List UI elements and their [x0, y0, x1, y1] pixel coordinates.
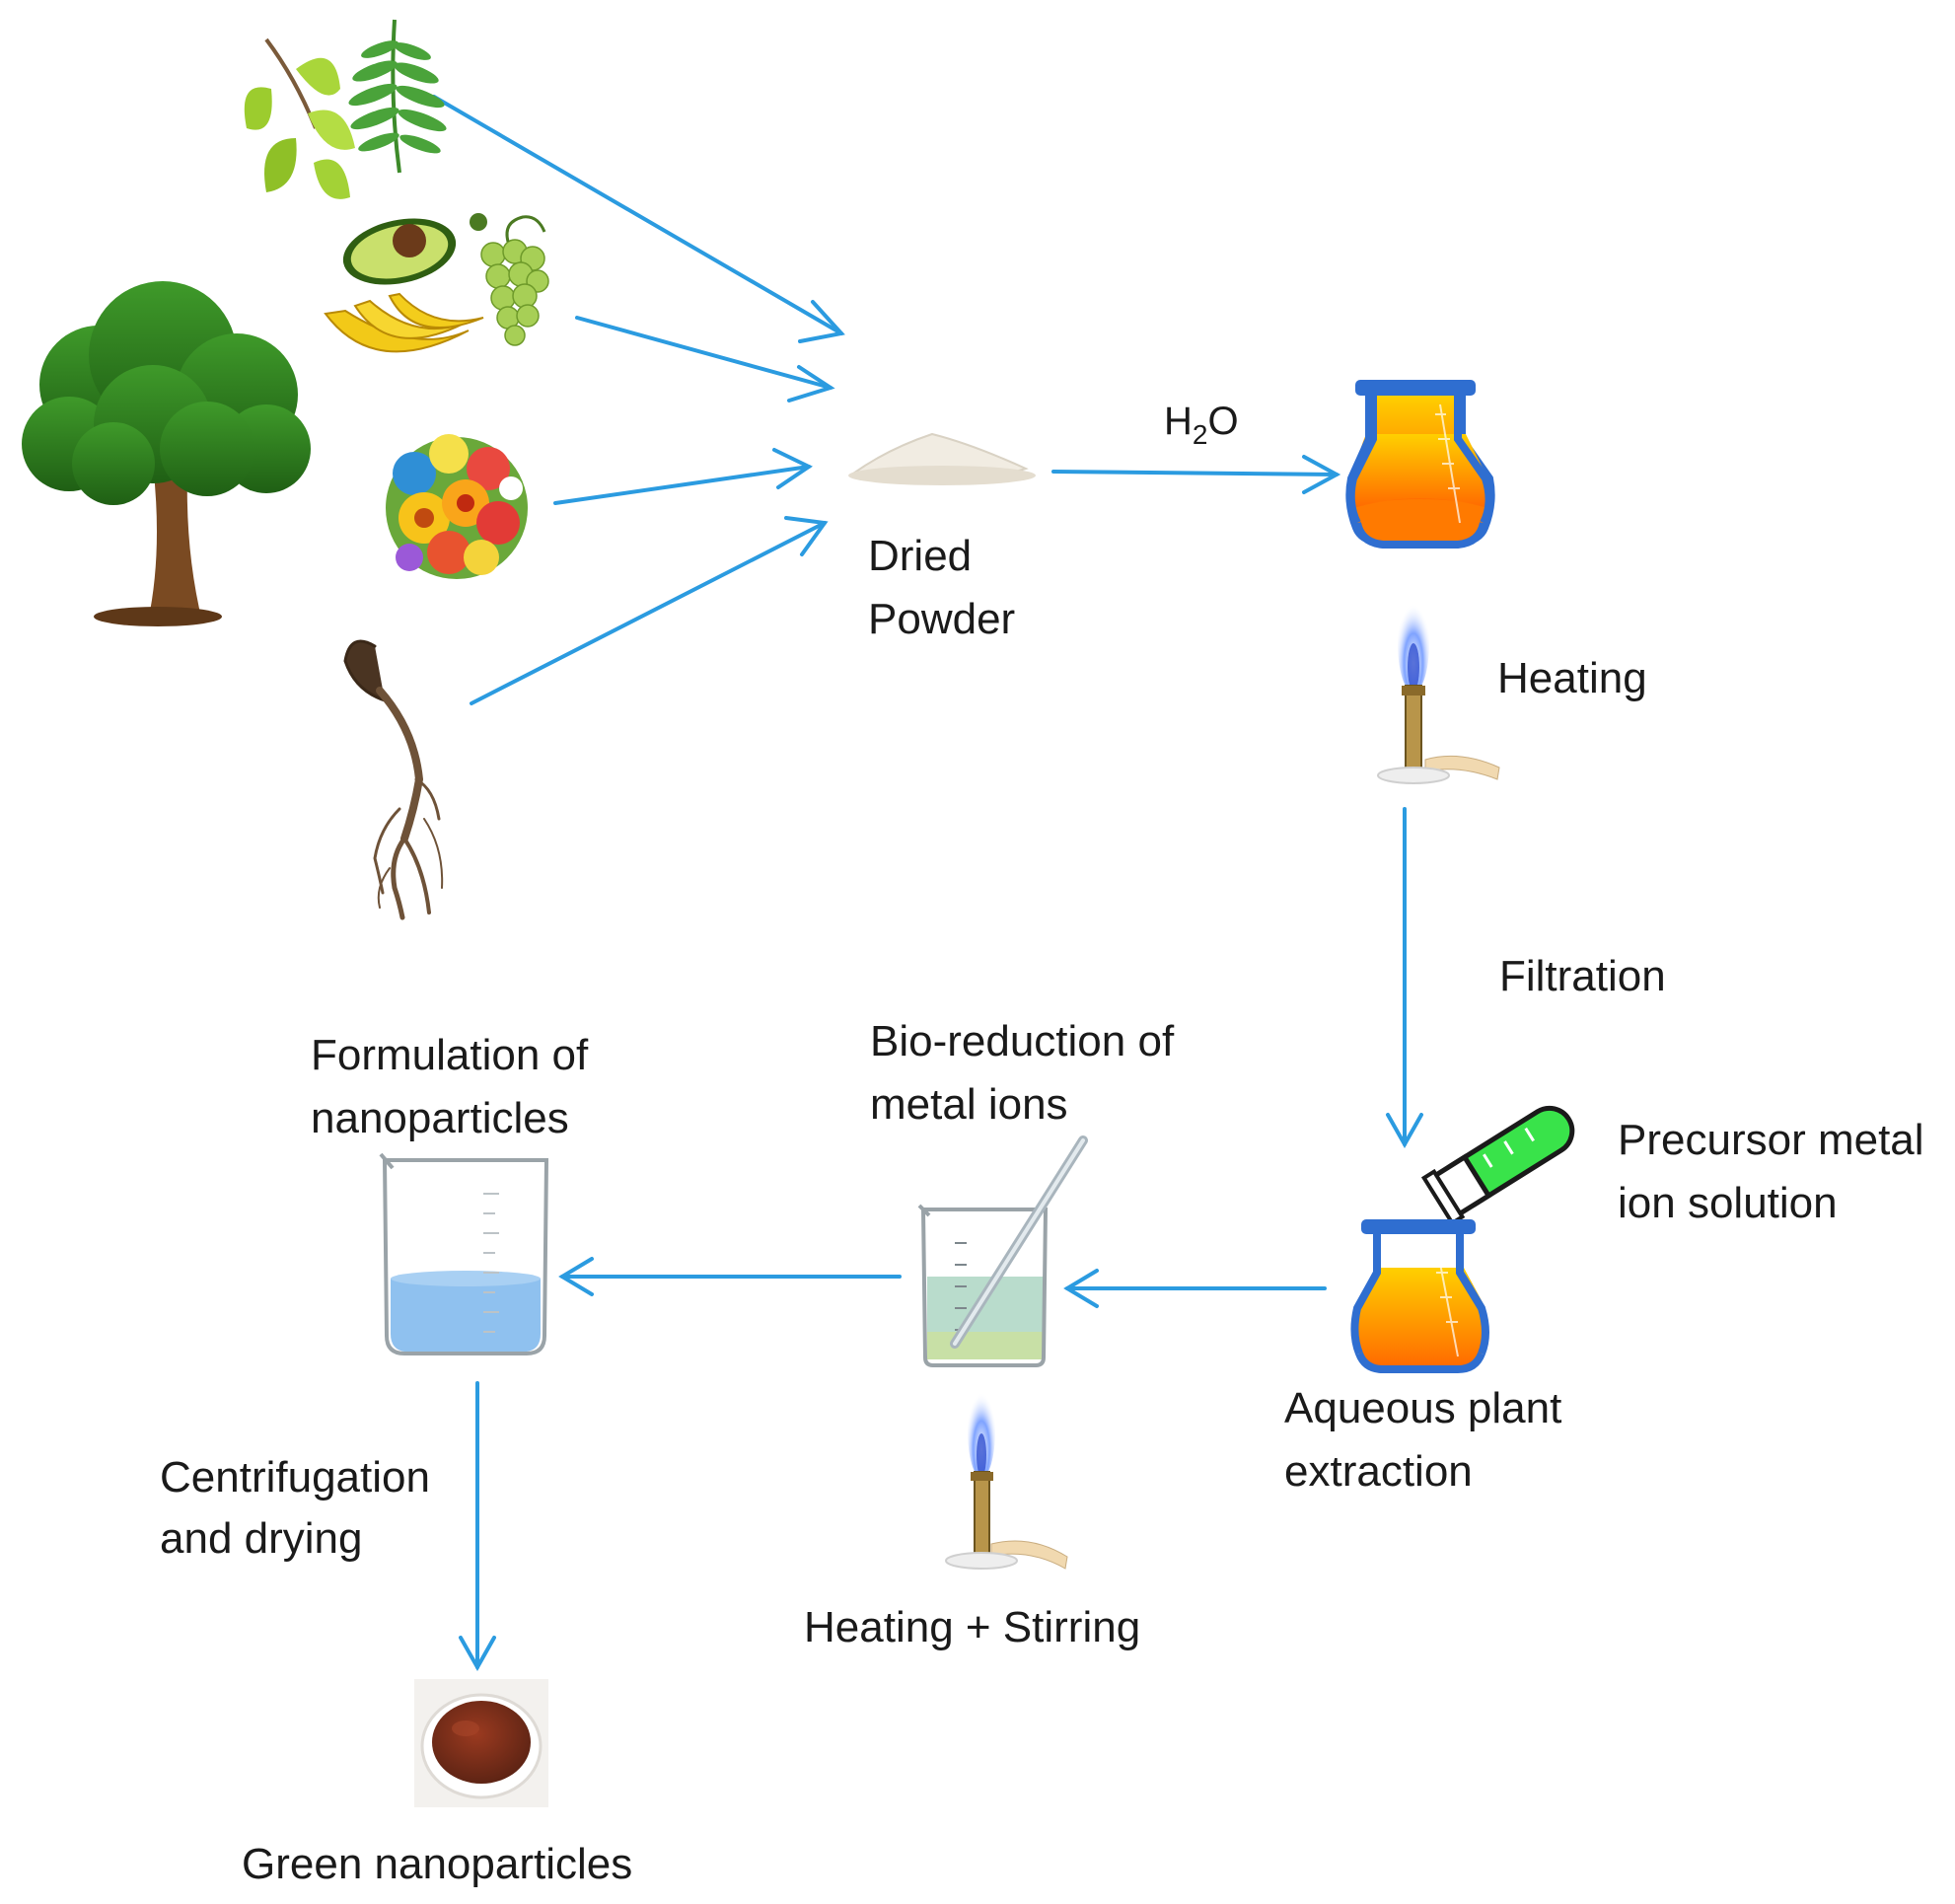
bioreduction-line-2: metal ions: [870, 1080, 1068, 1129]
arrow-bioreduction-to-formulation: [558, 1257, 902, 1296]
heating-label: Heating: [1497, 654, 1647, 702]
h2o-subscript: 2: [1193, 419, 1208, 450]
leaves-icon: [244, 37, 355, 199]
beaker-icon: [917, 1135, 1088, 1367]
test-tube-icon: [1420, 1105, 1575, 1226]
precursor-label: Precursor metal ion solution: [1618, 1116, 1936, 1227]
centrifugation-label: Centrifugation and drying: [160, 1453, 442, 1563]
h2o-o: O: [1207, 400, 1238, 443]
fern-icon: [348, 19, 447, 174]
heating-stirring-label: Heating + Stirring: [804, 1603, 1140, 1651]
root-icon: [343, 639, 444, 920]
aqueous-line-1: Aqueous plant: [1284, 1384, 1561, 1432]
arrow-formulation-to-green: [459, 1381, 496, 1672]
arrow-extraction-to-bioreduction: [1063, 1269, 1327, 1308]
dried-powder-label: Dried Powder: [868, 532, 1015, 643]
centrifugation-line-1: Centrifugation: [160, 1453, 430, 1501]
arrow-fruits-to-powder: [575, 316, 835, 403]
arrow-root-to-powder: [470, 516, 829, 705]
h2o-h: H: [1164, 400, 1193, 443]
arrow-powder-to-flask: [1051, 455, 1341, 494]
arrows-group: [432, 95, 1423, 1672]
filtration-label: Filtration: [1499, 952, 1666, 1000]
precursor-line-2: ion solution: [1618, 1179, 1838, 1227]
formulation-line-1: Formulation of: [311, 1031, 589, 1079]
centrifugation-line-2: and drying: [160, 1514, 362, 1563]
formulation-line-2: nanoparticles: [311, 1094, 569, 1142]
precursor-line-1: Precursor metal: [1618, 1116, 1924, 1164]
nanoparticle-dish-icon: [414, 1679, 548, 1807]
flowers-icon: [386, 434, 528, 579]
powder-pile-icon: [848, 432, 1036, 485]
dried-powder-line-2: Powder: [868, 595, 1015, 643]
tree-icon: [22, 281, 311, 626]
arrow-leaves-to-powder: [432, 95, 845, 343]
fruits-icon: [324, 213, 549, 353]
arrow-heating-to-extraction: [1386, 807, 1423, 1149]
formulation-label: Formulation of nanoparticles: [311, 1031, 600, 1142]
aqueous-line-2: extraction: [1284, 1447, 1473, 1496]
aqueous-label: Aqueous plant extraction: [1284, 1384, 1574, 1496]
bioreduction-label: Bio-reduction of metal ions: [870, 1017, 1186, 1129]
erlenmeyer-flask-icon: [1345, 380, 1495, 549]
arrow-flowers-to-powder: [553, 448, 813, 505]
erlenmeyer-flask-icon: [1350, 1219, 1489, 1373]
green-nanoparticles-label: Green nanoparticles: [242, 1840, 632, 1888]
bunsen-burner-icon: [1377, 594, 1500, 784]
dried-powder-line-1: Dried: [868, 532, 972, 580]
bunsen-burner-icon: [945, 1383, 1068, 1570]
h2o-label: H2O: [1164, 400, 1239, 450]
bioreduction-line-1: Bio-reduction of: [870, 1017, 1175, 1065]
beaker-icon: [379, 1152, 549, 1355]
